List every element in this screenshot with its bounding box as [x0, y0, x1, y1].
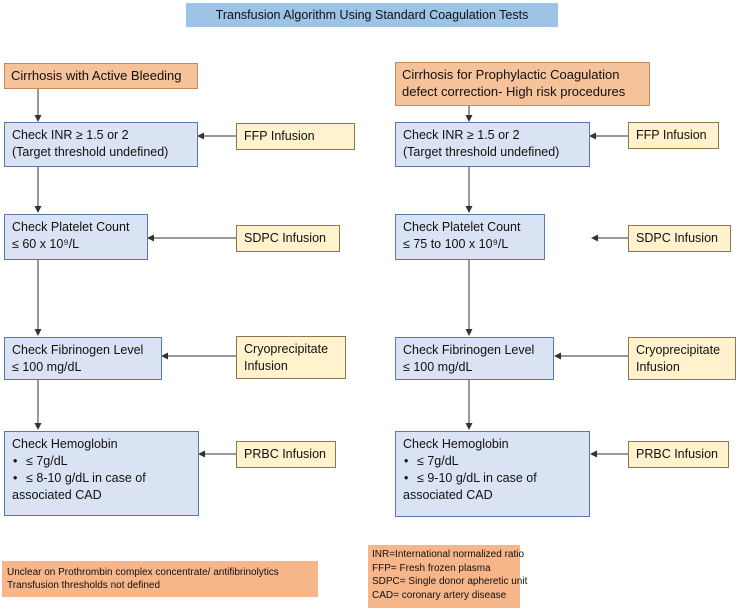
- left-prbc-infusion: PRBC Infusion: [236, 441, 336, 468]
- right-prbc-infusion: PRBC Infusion: [628, 441, 729, 468]
- left-ffp-infusion: FFP Infusion: [236, 123, 355, 150]
- left-check-hemoglobin: Check Hemoglobin ≤ 7g/dL ≤ 8-10 g/dL in …: [4, 431, 199, 516]
- right-hemoglobin-bullet-2: ≤ 9-10 g/dL in case of: [404, 470, 582, 487]
- right-ffp-infusion: FFP Infusion: [628, 122, 719, 149]
- right-check-hemoglobin: Check Hemoglobin ≤ 7g/dL ≤ 9-10 g/dL in …: [395, 431, 590, 517]
- abbreviation-legend: INR=International normalized ratio FFP= …: [368, 545, 527, 608]
- left-check-platelet: Check Platelet Count ≤ 60 x 10⁹/L: [4, 214, 148, 260]
- left-check-fibrinogen: Check Fibrinogen Level ≤ 100 mg/dL: [4, 337, 162, 380]
- right-check-inr: Check INR ≥ 1.5 or 2 (Target threshold u…: [395, 122, 590, 167]
- left-hemoglobin-bullet-1: ≤ 7g/dL: [13, 453, 191, 470]
- diagram-title: Transfusion Algorithm Using Standard Coa…: [186, 3, 558, 27]
- left-cryoprecipitate-infusion: Cryoprecipitate Infusion: [236, 336, 346, 379]
- right-hemoglobin-bullet-2-cont: associated CAD: [403, 488, 493, 502]
- right-hemoglobin-bullet-1: ≤ 7g/dL: [404, 453, 582, 470]
- left-hemoglobin-bullet-2: ≤ 8-10 g/dL in case of: [13, 470, 191, 487]
- left-sdpc-infusion: SDPC Infusion: [236, 225, 340, 252]
- left-hemoglobin-bullet-2-cont: associated CAD: [12, 488, 102, 502]
- right-check-fibrinogen: Check Fibrinogen Level ≤ 100 mg/dL: [395, 337, 554, 380]
- left-header-active-bleeding: Cirrhosis with Active Bleeding: [4, 63, 198, 89]
- right-check-platelet: Check Platelet Count ≤ 75 to 100 x 10⁹/L: [395, 214, 545, 260]
- right-header-prophylactic: Cirrhosis for Prophylactic Coagulation d…: [395, 62, 650, 106]
- left-footnote: Unclear on Prothrombin complex concentra…: [2, 561, 318, 597]
- right-cryoprecipitate-infusion: Cryoprecipitate Infusion: [628, 337, 736, 380]
- left-check-inr: Check INR ≥ 1.5 or 2 (Target threshold u…: [4, 122, 198, 167]
- right-sdpc-infusion: SDPC Infusion: [628, 225, 731, 252]
